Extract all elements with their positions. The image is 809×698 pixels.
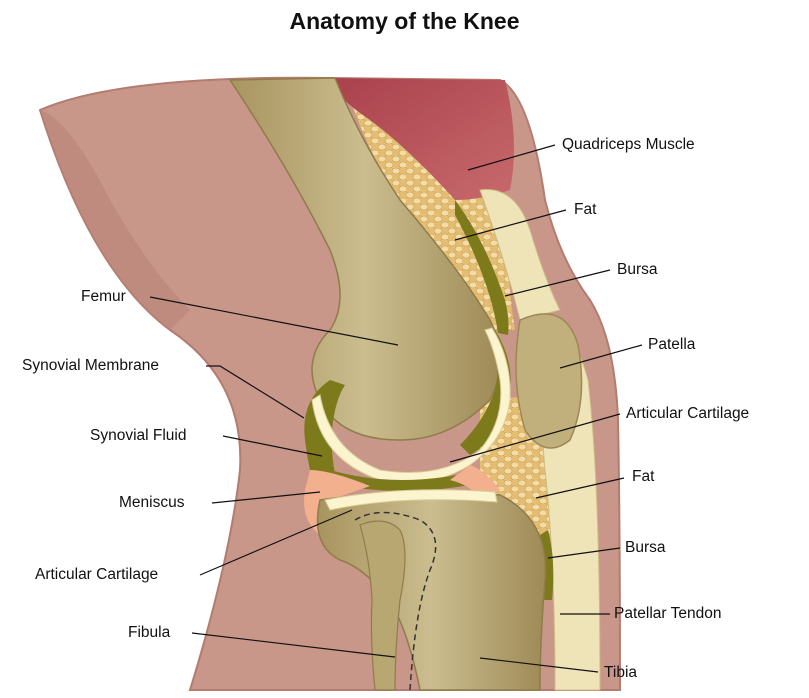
label-synovial-membrane: Synovial Membrane (22, 357, 159, 375)
label-fat-lower: Fat (632, 468, 654, 486)
label-fibula: Fibula (128, 624, 170, 642)
label-tibia: Tibia (604, 664, 637, 682)
label-bursa-lower: Bursa (625, 539, 666, 557)
label-articular-cartilage-left: Articular Cartilage (35, 566, 158, 584)
label-articular-cartilage-right: Articular Cartilage (626, 405, 749, 423)
label-patellar-tendon: Patellar Tendon (614, 605, 721, 623)
label-quadriceps-muscle: Quadriceps Muscle (562, 136, 695, 154)
label-fat-upper: Fat (574, 201, 596, 219)
label-bursa-upper: Bursa (617, 261, 658, 279)
label-femur: Femur (81, 288, 126, 306)
label-patella: Patella (648, 336, 695, 354)
label-synovial-fluid: Synovial Fluid (90, 427, 187, 445)
label-meniscus: Meniscus (119, 494, 184, 512)
